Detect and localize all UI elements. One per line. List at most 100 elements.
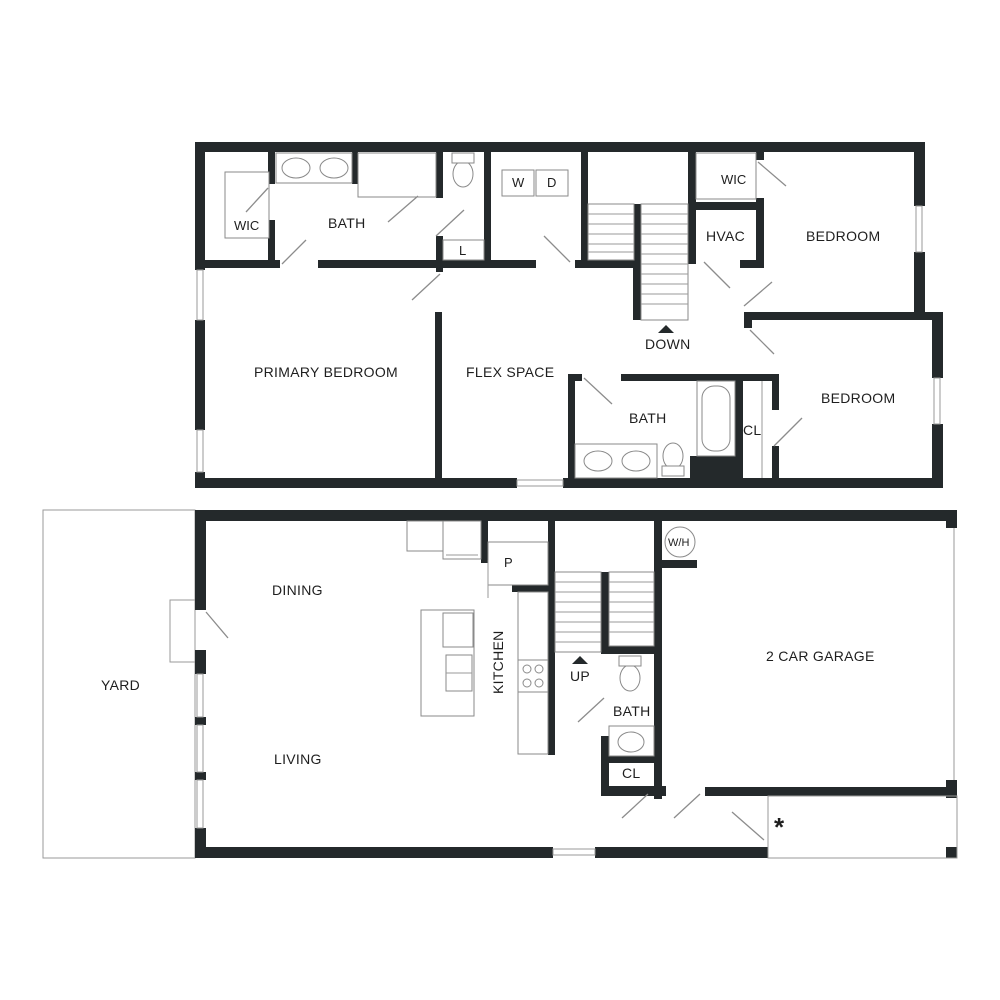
- washer-label: W: [512, 175, 525, 190]
- wall: [436, 152, 443, 198]
- water-heater-icon: [664, 526, 696, 558]
- window: [915, 205, 923, 253]
- stoop: [169, 599, 196, 663]
- wall: [195, 142, 925, 152]
- wall: [481, 521, 488, 563]
- window: [516, 479, 564, 487]
- wic-shelf: [695, 152, 757, 200]
- toilet-tank: [618, 655, 642, 667]
- wall: [914, 142, 925, 206]
- room-label-garage: 2 CAR GARAGE: [766, 648, 875, 664]
- toilet-tank: [451, 152, 475, 164]
- door-swings: [245, 161, 803, 447]
- shower: [357, 152, 437, 198]
- room-label-bath: BATH: [613, 703, 651, 719]
- wall: [195, 510, 206, 610]
- stairs-up-label: UP: [570, 668, 590, 684]
- wall: [195, 650, 206, 674]
- wall: [195, 772, 206, 780]
- yard-area: [42, 509, 196, 859]
- room-label-closet: CL: [622, 765, 641, 781]
- room-label-hall-bath: BATH: [629, 410, 667, 426]
- wall: [195, 717, 206, 725]
- wall: [633, 204, 641, 320]
- stairs-icon: [587, 203, 689, 321]
- driveway: [767, 795, 958, 859]
- wall: [595, 847, 768, 858]
- room-label-closet: CL: [743, 422, 762, 438]
- toilet-icon: [619, 664, 641, 692]
- pantry-closet: [487, 541, 549, 586]
- wall: [735, 374, 743, 478]
- wic-shelf: [224, 171, 270, 239]
- wall: [946, 510, 957, 528]
- room-label-bedroom: BEDROOM: [821, 390, 895, 406]
- wall: [654, 521, 662, 799]
- wall: [601, 736, 609, 796]
- toilet-icon: [452, 160, 474, 188]
- wall: [740, 260, 764, 268]
- wall: [195, 510, 957, 521]
- wall: [436, 236, 443, 272]
- up-arrow-icon: [572, 656, 588, 664]
- wall: [563, 478, 943, 488]
- wall: [352, 152, 358, 184]
- wall: [756, 152, 764, 160]
- wall: [662, 560, 697, 568]
- room-label-hvac: HVAC: [706, 228, 745, 244]
- room-label-kitchen: KITCHEN: [490, 630, 506, 694]
- wall: [568, 374, 575, 478]
- window: [552, 848, 596, 856]
- sink-icon: [583, 450, 613, 472]
- wall: [946, 780, 957, 798]
- wall: [195, 478, 517, 488]
- wall: [568, 374, 582, 381]
- wall: [756, 198, 764, 268]
- room-label-bedroom: BEDROOM: [806, 228, 880, 244]
- wall: [575, 260, 635, 268]
- sink-icon: [281, 157, 311, 179]
- window: [933, 377, 941, 425]
- upper-floor: WIC BATH L W D WIC HVAC BEDROOM PRIMARY …: [195, 142, 943, 488]
- lower-floor: YARD DINING LIVING P KITCHEN UP W/H BATH…: [42, 509, 958, 859]
- wall: [621, 374, 779, 381]
- wall: [688, 202, 763, 210]
- toilet-icon: [662, 442, 684, 470]
- range-icon: [517, 659, 549, 693]
- washer-icon: [501, 169, 535, 197]
- room-label-wic: WIC: [234, 218, 259, 233]
- wall: [512, 585, 548, 592]
- dryer-icon: [535, 169, 569, 197]
- room-label-primary-bedroom: PRIMARY BEDROOM: [254, 364, 398, 380]
- sink-icon: [621, 450, 651, 472]
- fridge-icon: [406, 520, 444, 552]
- down-arrow-icon: [658, 325, 674, 333]
- wall: [601, 786, 656, 796]
- door-swings: [205, 611, 765, 841]
- wall: [601, 646, 656, 654]
- room-label-flex-space: FLEX SPACE: [466, 364, 554, 380]
- bathtub-basin: [701, 385, 731, 452]
- wall: [318, 260, 536, 268]
- room-label-living: LIVING: [274, 751, 322, 767]
- window: [196, 724, 204, 773]
- stairs-down-label: DOWN: [645, 336, 691, 352]
- wall: [654, 786, 666, 796]
- wall: [946, 847, 957, 858]
- wall: [601, 572, 609, 648]
- wall: [932, 312, 943, 378]
- wall: [914, 252, 925, 320]
- area-label-yard: YARD: [101, 677, 140, 693]
- stairs-icon: [554, 571, 655, 653]
- wall: [772, 446, 779, 478]
- island-cooktop: [442, 612, 474, 648]
- wall: [195, 142, 205, 270]
- sink-icon: [617, 731, 645, 753]
- wall: [205, 260, 280, 268]
- water-heater-label: W/H: [668, 537, 689, 549]
- room-label-pantry: P: [504, 555, 513, 570]
- dishwasher: [442, 520, 482, 560]
- wall: [195, 320, 205, 430]
- window: [196, 429, 204, 473]
